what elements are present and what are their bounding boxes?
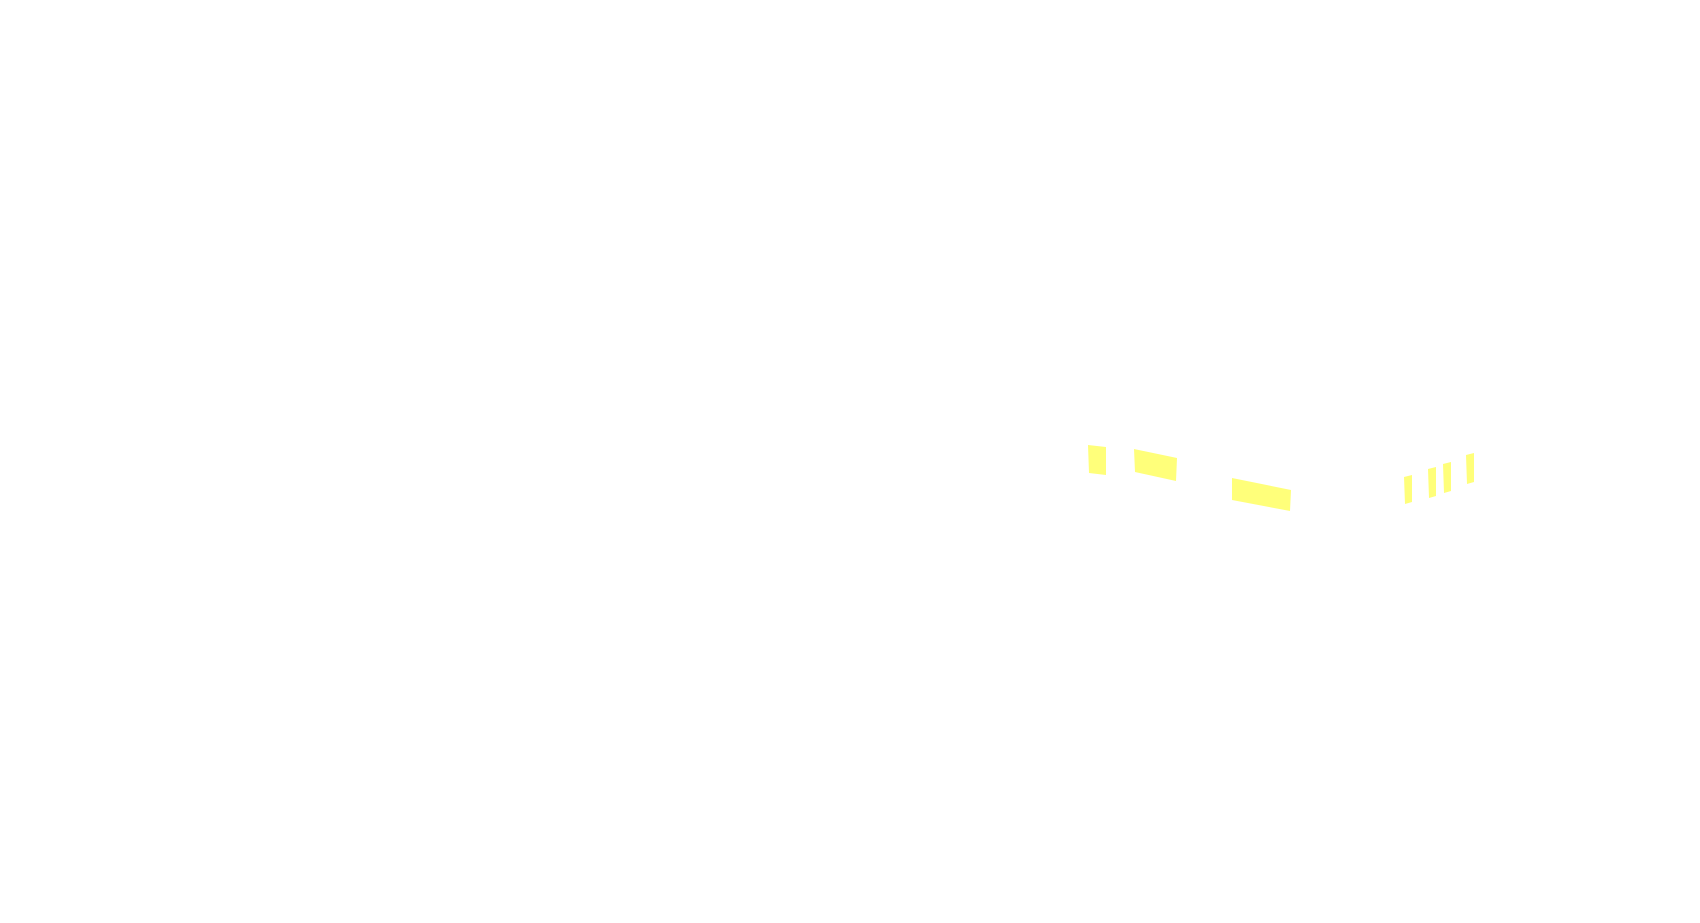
highlight-mark-1: [1088, 445, 1106, 475]
highlight-mark-7: [1466, 453, 1474, 484]
highlight-mark-4: [1404, 475, 1412, 504]
highlight-mark-6: [1443, 462, 1451, 493]
highlight-mark-3: [1232, 478, 1291, 511]
highlight-mark-2: [1134, 449, 1177, 481]
highlight-mark-5: [1428, 467, 1436, 498]
